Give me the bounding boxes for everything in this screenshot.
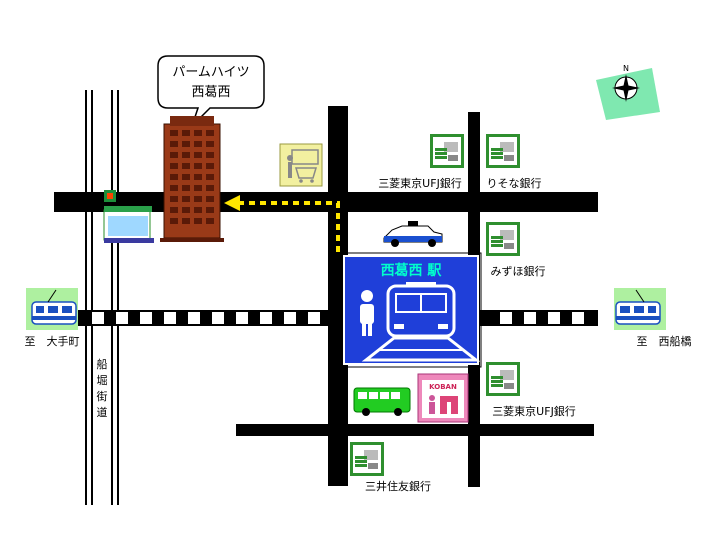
building-callout: パームハイツ 西葛西 xyxy=(157,55,265,127)
bank-label-smbc: 三井住友銀行 xyxy=(365,479,431,493)
bank-label-mizuho: みずほ銀行 xyxy=(491,264,546,278)
koban-label: KOBAN xyxy=(429,383,457,391)
station: 西葛西 駅 xyxy=(340,252,482,368)
passenger-icon xyxy=(360,290,374,336)
station-train-icon xyxy=(361,282,481,362)
road-name-funabori: 船堀街道 xyxy=(97,357,108,419)
bank-icon xyxy=(430,134,464,168)
shopping-cart-icon xyxy=(279,143,323,187)
bank-label-resona: りそな銀行 xyxy=(487,176,542,190)
bank-icon xyxy=(486,222,520,256)
direction-east: 至 西船橋 xyxy=(637,334,692,348)
bank-label-mufg-south: 三菱東京UFJ銀行 xyxy=(492,404,576,418)
bank-icon xyxy=(486,362,520,396)
convenience-store-icon xyxy=(103,190,154,243)
svg-text:N: N xyxy=(623,64,629,73)
compass-icon: N xyxy=(596,64,660,120)
funabori-road xyxy=(85,90,119,505)
building-name: パームハイツ xyxy=(172,65,249,80)
station-name: 西葛西 駅 xyxy=(381,262,443,279)
bank-label-mufg-north: 三菱東京UFJ銀行 xyxy=(378,176,462,190)
bus-icon xyxy=(353,387,411,416)
railway-track xyxy=(78,310,598,326)
building-area: 西葛西 xyxy=(191,85,230,100)
direction-west: 至 大手町 xyxy=(25,334,80,348)
train-icon-west xyxy=(26,288,78,330)
walking-route xyxy=(224,195,340,252)
koban-icon: KOBAN xyxy=(417,373,469,423)
taxi-icon xyxy=(383,221,443,247)
bank-icon xyxy=(350,442,384,476)
train-icon-east xyxy=(614,288,666,330)
palm-heights-building xyxy=(160,116,224,242)
bank-icon xyxy=(486,134,520,168)
